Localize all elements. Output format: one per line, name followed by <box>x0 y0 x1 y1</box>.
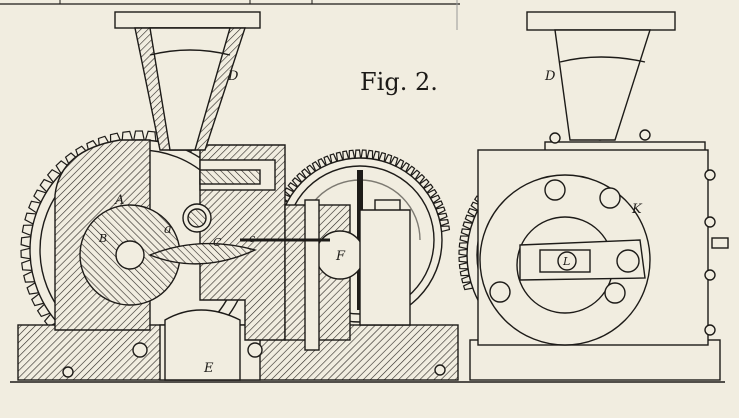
roll-C <box>148 242 258 265</box>
hopper-left <box>114 11 261 151</box>
label-E: E <box>203 361 214 376</box>
label-K: K <box>631 202 643 217</box>
label-C: C <box>213 236 222 249</box>
label-B: B <box>98 232 107 245</box>
roll-small <box>182 203 212 233</box>
chute-E <box>132 309 263 381</box>
label-A: A <box>114 193 124 208</box>
hopper-right <box>526 11 676 141</box>
bearing-F <box>240 199 411 351</box>
right-disk-assembly <box>479 174 651 346</box>
label-a: a <box>164 222 172 237</box>
label-c: c <box>249 232 255 245</box>
label-F: F <box>335 249 346 264</box>
roll-A <box>79 204 181 306</box>
label-D-left: D <box>227 69 239 84</box>
label-D-right: D <box>544 69 556 84</box>
top-border <box>0 0 460 30</box>
label-L: L <box>562 255 570 268</box>
figure-title: Fig. 2. <box>360 68 438 96</box>
